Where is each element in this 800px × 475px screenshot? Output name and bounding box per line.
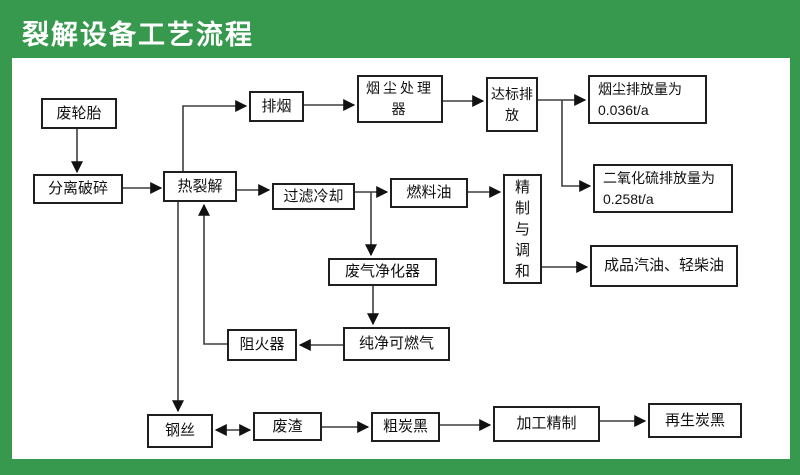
node-label: 再生炭黑 [664, 411, 725, 429]
node-label: 烟尘处理器 [366, 80, 434, 117]
node-dust-emission: 烟尘排放量为 0.036t/a [588, 75, 707, 124]
node-value: 0.258t/a [603, 191, 654, 207]
node-smoke-exhaust: 排烟 [249, 91, 304, 122]
node-value: 0.036t/a [598, 102, 649, 118]
node-label: 粗炭黑 [382, 418, 428, 435]
node-label: 达标排放 [491, 85, 533, 123]
node-finished-oil: 成品汽油、轻柴油 [590, 245, 738, 287]
node-label: 燃料油 [406, 184, 452, 201]
page-title: 裂解设备工艺流程 [22, 20, 254, 50]
node-label: 成品汽油、轻柴油 [603, 257, 724, 274]
node-standard-emission: 达标排放 [486, 77, 538, 132]
node-waste-tire: 废轮胎 [41, 98, 117, 129]
node-label: 废轮胎 [56, 104, 102, 122]
node-label: 阻火器 [239, 336, 285, 353]
node-label: 烟尘排放量为 [598, 81, 682, 97]
node-pure-gas: 纯净可燃气 [343, 327, 450, 361]
node-label: 排烟 [261, 97, 292, 115]
node-label: 废气净化器 [344, 263, 420, 280]
node-label: 纯净可燃气 [358, 335, 434, 352]
node-regen-carbon-black: 再生炭黑 [648, 403, 742, 438]
node-separate-crush: 分离破碎 [33, 174, 123, 204]
node-label: 精 制 与 调 和 [514, 178, 530, 280]
node-label: 废渣 [272, 417, 303, 435]
node-processing-refine: 加工精制 [493, 406, 600, 442]
node-refine-blend: 精 制 与 调 和 [503, 174, 542, 284]
node-waste-residue: 废渣 [253, 412, 322, 441]
node-flame-arrester: 阻火器 [227, 329, 297, 361]
node-filter-cooling: 过滤冷却 [272, 183, 355, 210]
node-gas-purifier: 废气净化器 [328, 258, 437, 286]
node-so2-emission: 二氧化硫排放量为 0.258t/a [593, 164, 733, 213]
node-steel-wire: 钢丝 [147, 414, 213, 448]
node-crude-carbon-black: 粗炭黑 [371, 412, 440, 442]
node-label: 分离破碎 [47, 180, 108, 197]
node-label: 热裂解 [177, 177, 223, 195]
node-pyrolysis: 热裂解 [163, 171, 237, 202]
node-label: 加工精制 [516, 415, 577, 432]
node-label: 过滤冷却 [283, 187, 344, 205]
node-label: 钢丝 [164, 422, 195, 439]
node-fuel-oil: 燃料油 [390, 178, 468, 208]
node-dust-processor: 烟尘处理器 [357, 75, 443, 123]
node-label: 二氧化硫排放量为 [603, 170, 715, 186]
